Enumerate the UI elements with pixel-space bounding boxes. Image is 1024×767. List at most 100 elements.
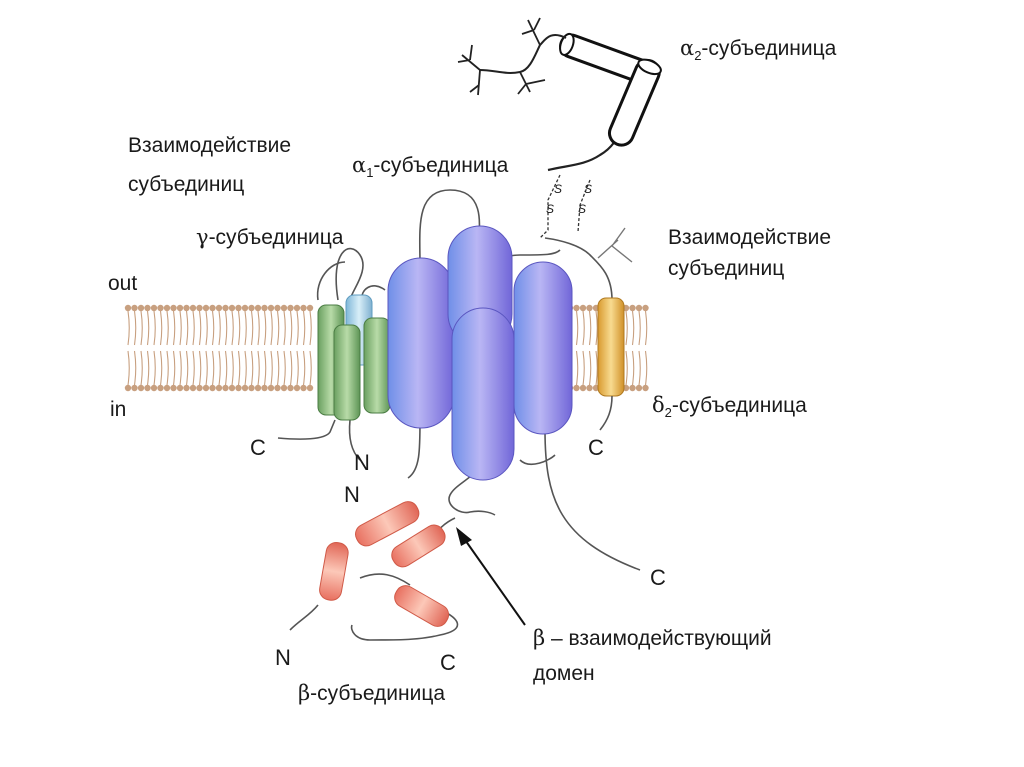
lipid-head bbox=[235, 305, 241, 311]
lipid-head bbox=[216, 385, 222, 391]
lipid-tail bbox=[141, 311, 142, 345]
lipid-tail bbox=[180, 311, 181, 345]
lipid-tail bbox=[596, 351, 597, 385]
alpha2-subunit-label: α2-субъединица bbox=[680, 36, 837, 63]
lipid-head bbox=[307, 305, 313, 311]
beta-domain-arrow bbox=[456, 527, 525, 625]
disulfide-s-4: S bbox=[578, 202, 586, 216]
lipid-tail bbox=[304, 311, 305, 345]
lipid-tail bbox=[232, 311, 233, 345]
lipid-head bbox=[573, 305, 579, 311]
lipid-head bbox=[629, 305, 635, 311]
extracellular-label: out bbox=[108, 272, 137, 295]
lipid-tail bbox=[590, 311, 591, 345]
lipid-head bbox=[138, 305, 144, 311]
beta-subunit-label: β-субъединица bbox=[298, 681, 445, 705]
lipid-tail bbox=[633, 311, 634, 345]
lipid-tail bbox=[193, 311, 194, 345]
lipid-tail bbox=[128, 351, 129, 385]
disulfide-s-2: S bbox=[546, 202, 554, 216]
lipid-head bbox=[261, 385, 267, 391]
lipid-tail bbox=[258, 351, 259, 385]
lipid-tail bbox=[239, 311, 240, 345]
lipid-head bbox=[629, 385, 635, 391]
delta2-helix bbox=[598, 298, 624, 396]
lipid-head bbox=[222, 385, 228, 391]
lipid-tail bbox=[596, 311, 597, 345]
lipid-head bbox=[177, 305, 183, 311]
lipid-head bbox=[157, 385, 163, 391]
lipid-head bbox=[255, 305, 261, 311]
lipid-head bbox=[229, 385, 235, 391]
lipid-tail bbox=[135, 311, 136, 345]
lipid-head bbox=[294, 385, 300, 391]
lipid-tail bbox=[141, 351, 142, 385]
lipid-head bbox=[294, 305, 300, 311]
lipid-head bbox=[138, 385, 144, 391]
disulfide-s-1: S bbox=[554, 182, 562, 196]
lipid-tail bbox=[646, 351, 647, 385]
lipid-tail bbox=[291, 311, 292, 345]
lipid-tail bbox=[577, 311, 578, 345]
lipid-tail bbox=[252, 311, 253, 345]
lipid-head bbox=[586, 385, 592, 391]
lipid-head bbox=[144, 305, 150, 311]
lipid-tail bbox=[174, 351, 175, 385]
lipid-head bbox=[287, 385, 293, 391]
lipid-head bbox=[125, 385, 131, 391]
lipid-tail bbox=[200, 311, 201, 345]
lipid-head bbox=[586, 305, 592, 311]
lipid-tail bbox=[174, 311, 175, 345]
lipid-tail bbox=[297, 311, 298, 345]
lipid-head bbox=[216, 305, 222, 311]
lipid-tail bbox=[167, 351, 168, 385]
lipid-tail bbox=[310, 351, 311, 385]
lipid-head bbox=[209, 385, 215, 391]
subunit-interaction-label-right: Взаимодействие субъединиц bbox=[668, 226, 837, 280]
lipid-tail bbox=[167, 311, 168, 345]
lipid-tail bbox=[180, 351, 181, 385]
lipid-tail bbox=[245, 351, 246, 385]
lipid-tail bbox=[583, 311, 584, 345]
lipid-head bbox=[248, 385, 254, 391]
alpha1-domain-4 bbox=[514, 262, 572, 434]
alpha1-c-terminus: C bbox=[650, 565, 666, 590]
lipid-tail bbox=[278, 351, 279, 385]
lipid-head bbox=[642, 305, 648, 311]
lipid-head bbox=[268, 305, 274, 311]
lipid-head bbox=[255, 385, 261, 391]
beta-helix-3 bbox=[318, 541, 350, 602]
lipid-head bbox=[131, 305, 137, 311]
lipid-head bbox=[268, 385, 274, 391]
lipid-head bbox=[222, 305, 228, 311]
lipid-head bbox=[190, 305, 196, 311]
lipid-tail bbox=[213, 311, 214, 345]
lipid-tail bbox=[639, 311, 640, 345]
lipid-tail bbox=[639, 351, 640, 385]
lipid-tail bbox=[232, 351, 233, 385]
lipid-head bbox=[636, 385, 642, 391]
lipid-head bbox=[636, 305, 642, 311]
gamma-helices bbox=[318, 295, 390, 420]
beta-interaction-domain-label: β – взаимодействующий домен bbox=[533, 626, 777, 685]
subunit-interaction-label-left: Взаимодействие субъединиц bbox=[128, 134, 297, 196]
alpha1-domain-3 bbox=[452, 308, 514, 480]
glycosylation-branches bbox=[458, 18, 545, 95]
lipid-tail bbox=[258, 311, 259, 345]
lipid-tail bbox=[200, 351, 201, 385]
lipid-head bbox=[580, 385, 586, 391]
lipid-tail bbox=[187, 351, 188, 385]
lipid-head bbox=[183, 385, 189, 391]
lipid-tail bbox=[252, 351, 253, 385]
lipid-tail bbox=[154, 311, 155, 345]
alpha1-n-terminus: N bbox=[344, 482, 360, 507]
lipid-head bbox=[209, 305, 215, 311]
lipid-head bbox=[300, 385, 306, 391]
lipid-head bbox=[274, 305, 280, 311]
lipid-head bbox=[203, 385, 209, 391]
lipid-tail bbox=[278, 311, 279, 345]
lipid-tail bbox=[148, 311, 149, 345]
lipid-tail bbox=[135, 351, 136, 385]
lipid-head bbox=[196, 305, 202, 311]
delta2-subunit-label: δ2-субъединица bbox=[652, 393, 807, 420]
